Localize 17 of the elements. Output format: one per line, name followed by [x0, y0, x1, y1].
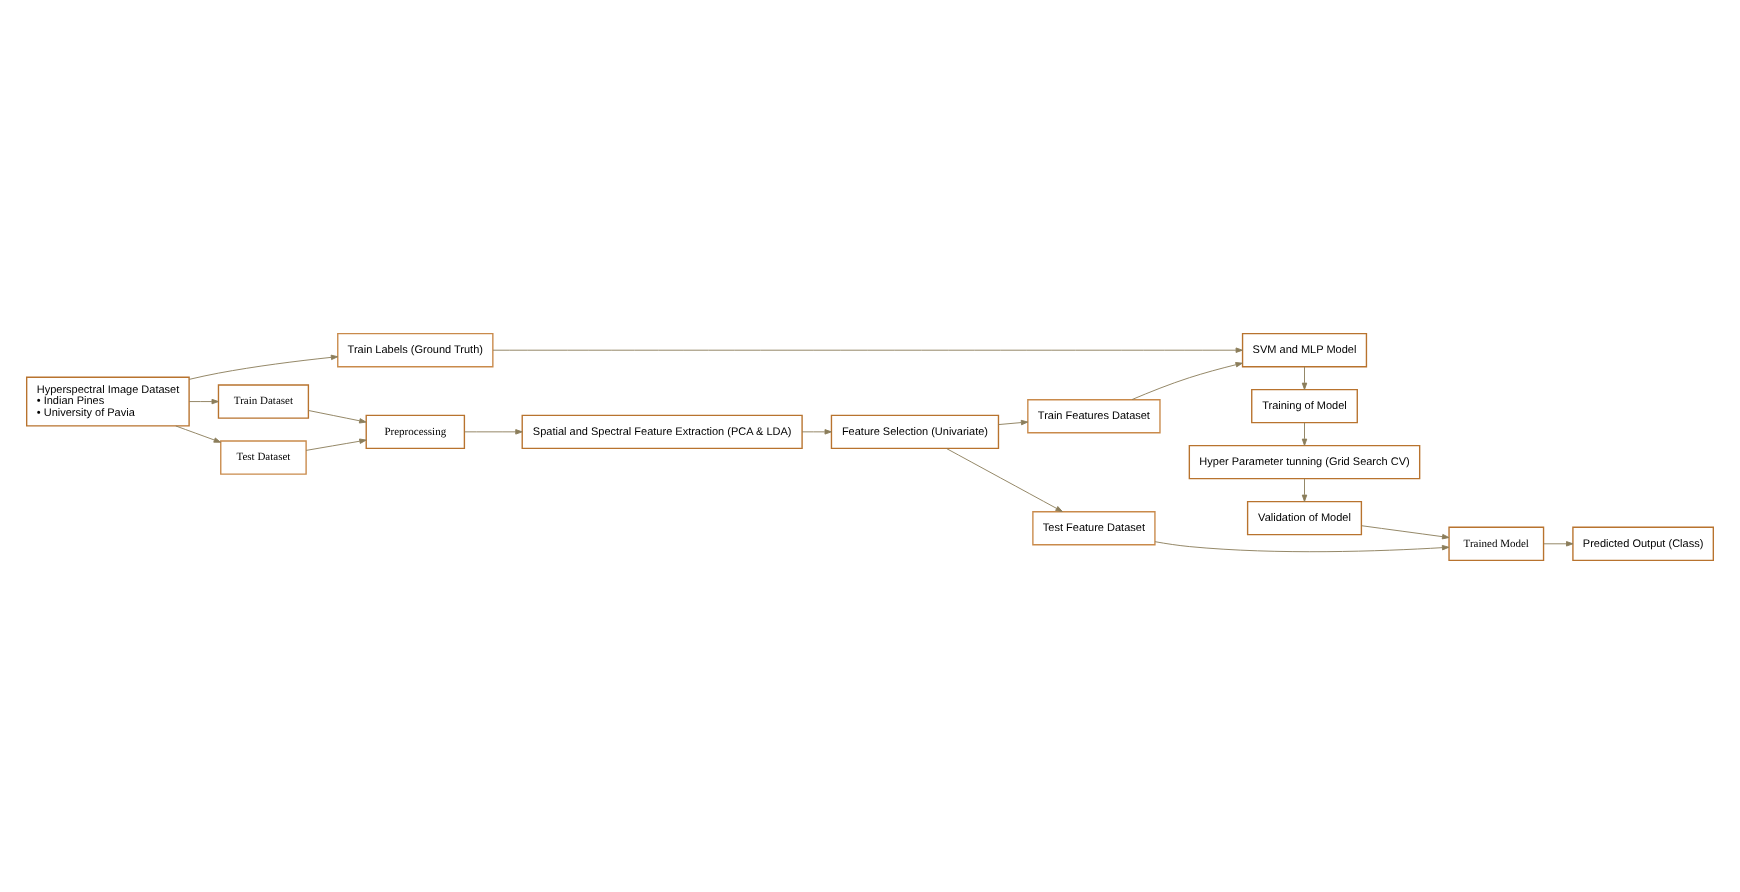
arrow — [945, 446, 1063, 511]
arrow — [1154, 540, 1450, 552]
arrow — [1131, 361, 1243, 399]
arrow — [1543, 540, 1574, 546]
arrow — [1301, 365, 1308, 389]
arrow — [1301, 477, 1308, 501]
arrow — [998, 418, 1029, 425]
arrow — [464, 428, 523, 434]
arrow — [188, 353, 339, 379]
arrow — [175, 424, 221, 442]
arrow — [1301, 421, 1308, 445]
arrow — [801, 428, 832, 434]
arrow — [1361, 524, 1450, 539]
arrow — [308, 409, 367, 423]
arrow — [305, 437, 367, 450]
arrow — [492, 346, 1243, 352]
arrow — [188, 397, 219, 404]
